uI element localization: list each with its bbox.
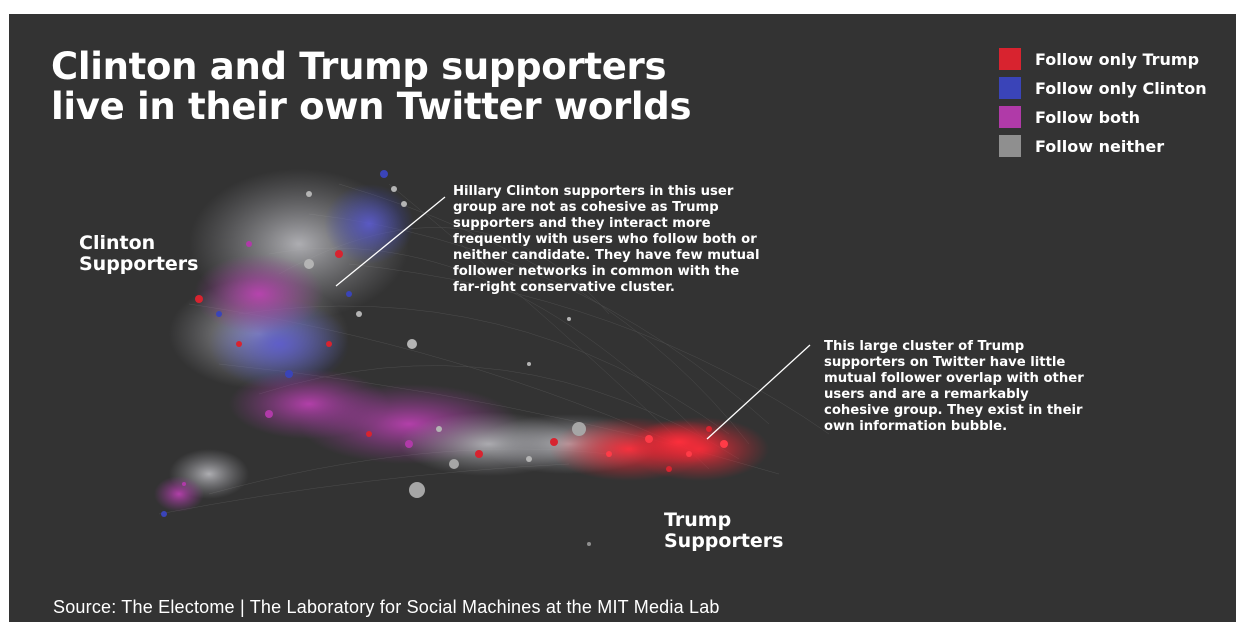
legend: Follow only Trump Follow only Clinton Fo… xyxy=(999,48,1229,164)
legend-label: Follow neither xyxy=(1035,136,1165,156)
annotation-line: This large cluster of Trump xyxy=(824,339,1025,354)
clinton-annotation-pointer xyxy=(335,196,446,287)
trump-supporters-label: Trump Supporters xyxy=(664,510,834,552)
legend-swatch xyxy=(999,106,1021,128)
clinton-supporters-label: Clinton Supporters xyxy=(79,233,249,275)
legend-item-follow-only-trump: Follow only Trump xyxy=(999,48,1229,70)
annotation-line: frequently with users who follow both or xyxy=(453,232,757,247)
trump-annotation: This large cluster of Trump supporters o… xyxy=(824,339,1129,435)
network-clusters xyxy=(154,169,769,512)
annotation-line: users and are a remarkably xyxy=(824,387,1029,402)
clinton-label-line-1: Clinton xyxy=(79,232,156,254)
legend-item-follow-neither: Follow neither xyxy=(999,135,1229,157)
legend-swatch xyxy=(999,48,1021,70)
annotation-line: mutual follower overlap with other xyxy=(824,371,1084,386)
page-title: Clinton and Trump supporters live in the… xyxy=(51,47,871,127)
legend-label: Follow only Trump xyxy=(1035,49,1200,69)
legend-label: Follow both xyxy=(1035,107,1141,127)
network-graph xyxy=(154,169,830,546)
annotation-line: follower networks in common with the xyxy=(453,264,740,279)
legend-item-follow-both: Follow both xyxy=(999,106,1229,128)
network-nodes xyxy=(161,170,728,546)
clinton-label-line-2: Supporters xyxy=(79,253,199,275)
annotation-line: neither candidate. They have few mutual xyxy=(453,248,760,263)
annotation-line: group are not as cohesive as Trump xyxy=(453,200,719,215)
annotation-line: own information bubble. xyxy=(824,419,1008,434)
annotation-line: cohesive group. They exist in their xyxy=(824,403,1083,418)
annotation-line: far-right conservative cluster. xyxy=(453,280,675,295)
legend-label: Follow only Clinton xyxy=(1035,78,1207,98)
legend-swatch xyxy=(999,135,1021,157)
annotation-line: supporters on Twitter have little xyxy=(824,355,1066,370)
title-line-2: live in their own Twitter worlds xyxy=(51,85,692,128)
infographic-frame: Clinton and Trump supporters live in the… xyxy=(9,14,1236,622)
source-credit: Source: The Electome | The Laboratory fo… xyxy=(53,597,720,617)
clinton-annotation: Hillary Clinton supporters in this user … xyxy=(453,184,845,296)
trump-label-line-1: Trump xyxy=(664,509,732,531)
annotation-line: supporters and they interact more xyxy=(453,216,711,231)
title-line-1: Clinton and Trump supporters xyxy=(51,45,667,88)
legend-item-follow-only-clinton: Follow only Clinton xyxy=(999,77,1229,99)
trump-annotation-pointer xyxy=(706,344,811,440)
annotation-line: Hillary Clinton supporters in this user xyxy=(453,184,734,199)
legend-swatch xyxy=(999,77,1021,99)
trump-label-line-2: Supporters xyxy=(664,530,784,552)
